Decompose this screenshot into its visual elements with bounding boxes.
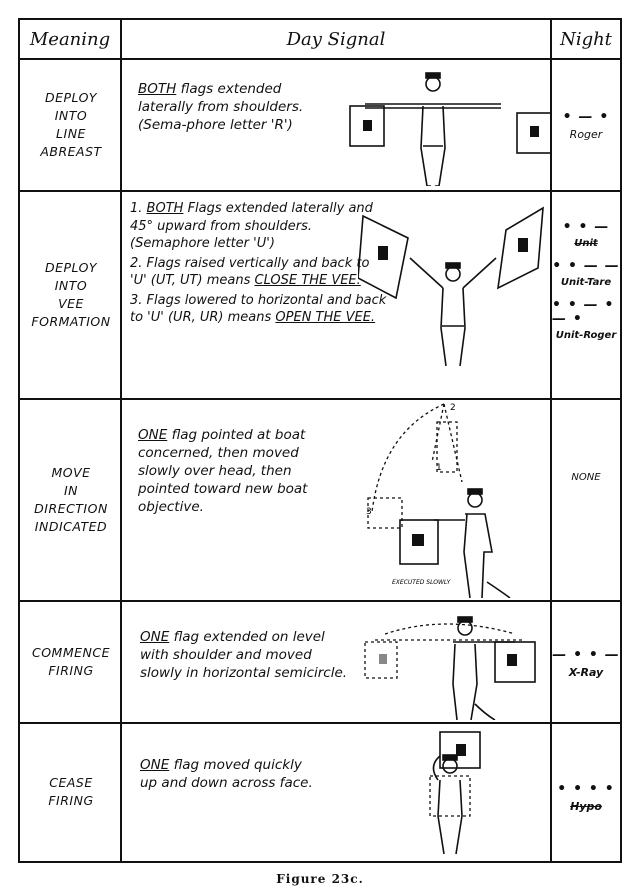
signal-table: Meaning Day Signal Night DEPLOY INTO LIN… (18, 18, 622, 863)
day-signal-description: 1. BOTH Flags extended laterally and 45°… (130, 200, 390, 329)
night-name: X-Ray (568, 666, 604, 679)
description-text: Flags raised vertically and back to 'U' … (130, 255, 370, 289)
meaning-line: INTO (54, 278, 88, 293)
night-code: • • — • — • (552, 297, 615, 327)
meaning-line: IN (63, 483, 79, 498)
meaning-commence-firing: COMMENCE FIRING (20, 602, 122, 722)
meaning-line: MOVE (51, 465, 91, 480)
figure-caption: Figure 23c. (276, 872, 364, 886)
day-signal-description: BOTH flags extended laterally from shoul… (138, 80, 333, 134)
night-name: Unit-Roger (555, 330, 617, 341)
row-divider (20, 58, 620, 60)
flag-square (507, 654, 517, 666)
night-signal: • • — Unit • • — — Unit-Tare • • — • — •… (552, 220, 620, 341)
row-divider (20, 190, 620, 192)
flag-square (530, 126, 539, 137)
flag-square (379, 654, 387, 664)
marker-label: 1 (436, 463, 442, 473)
meaning-line: COMMENCE (31, 645, 110, 660)
meaning-move-direction: MOVE IN DIRECTION INDICATED (20, 400, 122, 600)
emphasis: ONE (138, 427, 168, 443)
meaning-line: VEE (58, 296, 84, 311)
description-text: flag extended on level with shoulder and… (140, 629, 348, 681)
meaning-line: DEPLOY (44, 260, 98, 275)
night-name: Roger (569, 128, 603, 141)
column-divider (120, 20, 122, 861)
meaning-line: DEPLOY (44, 90, 98, 105)
header-meaning: Meaning (29, 28, 111, 50)
row-divider (20, 600, 620, 602)
description-item: 1. BOTH Flags extended laterally and 45°… (130, 200, 390, 253)
description-text: Flags lowered to horizontal and back to … (130, 292, 387, 326)
meaning-deploy-vee: DEPLOY INTO VEE FORMATION (20, 192, 122, 398)
flag-square (456, 744, 466, 756)
meaning-line: ABREAST (40, 144, 102, 159)
figure-semaphore-r (349, 72, 550, 186)
description-item: 2. Flags raised vertically and back to '… (130, 255, 390, 290)
emphasis: ONE (140, 757, 170, 773)
night-name: Unit-Tare (560, 277, 612, 288)
figure-commence-firing (364, 616, 536, 720)
header-night: Night (560, 28, 612, 50)
night-code: • • — (562, 219, 610, 235)
meaning-line: INTO (54, 108, 88, 123)
emphasis: OPEN THE VEE. (275, 310, 376, 325)
marker-label: 3 (366, 507, 372, 517)
night-code: • — • (562, 109, 610, 125)
item-number: 3. (130, 292, 143, 308)
night-code: — • • — (552, 647, 620, 663)
figure-move-direction: 2 3 1 EXECUTED SLOWLY (366, 403, 511, 598)
flag-square (412, 534, 424, 546)
flag-square (518, 238, 528, 252)
row-divider (20, 722, 620, 724)
flag-square (363, 120, 372, 131)
description-item: 3. Flags lowered to horizontal and back … (130, 292, 390, 327)
meaning-line: CEASE (49, 774, 93, 790)
item-number: 1. (130, 201, 143, 216)
flag-square (378, 246, 388, 260)
day-signal-description: ONE flag pointed at boat concerned, then… (138, 426, 343, 516)
meaning-line: FIRING (48, 792, 94, 808)
figure-semaphore-u (358, 206, 544, 367)
meaning-cease-firing: CEASE FIRING (20, 724, 122, 859)
meaning-deploy-line-abreast: DEPLOY INTO LINE ABREAST (20, 60, 122, 190)
night-code: • • • • (557, 781, 615, 797)
night-name: Hypo (570, 800, 602, 813)
description-text: flags extended laterally from shoulders.… (138, 81, 304, 133)
meaning-line: LINE (56, 126, 86, 141)
item-number: 2. (130, 255, 143, 271)
description-text: Flags extended laterally and 45° upward … (130, 201, 373, 251)
figure-label: EXECUTED SLOWLY (392, 579, 452, 586)
night-name: Unit (574, 238, 598, 249)
meaning-line: INDICATED (34, 519, 108, 534)
night-code: • • — — (552, 258, 620, 274)
meaning-line: FORMATION (31, 314, 111, 329)
emphasis: ONE (140, 629, 170, 645)
emphasis: BOTH (146, 201, 184, 216)
day-signal-description: ONE flag moved quickly up and down acros… (140, 756, 320, 792)
night-name: NONE (571, 472, 601, 483)
header-day-signal: Day Signal (286, 28, 386, 50)
row-divider (20, 398, 620, 400)
column-divider (550, 20, 552, 861)
figure-cease-firing (429, 731, 481, 855)
emphasis: CLOSE THE VEE. (254, 273, 361, 288)
meaning-line: DIRECTION (34, 501, 108, 516)
meaning-line: FIRING (48, 663, 94, 678)
description-text: flag moved quickly up and down across fa… (140, 757, 313, 791)
night-signal: • — • Roger (552, 110, 620, 141)
night-signal: — • • — X-Ray (552, 648, 620, 679)
night-signal: • • • • Hypo (552, 782, 620, 813)
description-text: flag pointed at boat concerned, then mov… (138, 427, 308, 515)
marker-label: 2 (450, 403, 456, 413)
day-signal-description: ONE flag extended on level with shoulder… (140, 628, 350, 682)
emphasis: BOTH (138, 81, 177, 97)
night-signal: NONE (552, 468, 620, 483)
